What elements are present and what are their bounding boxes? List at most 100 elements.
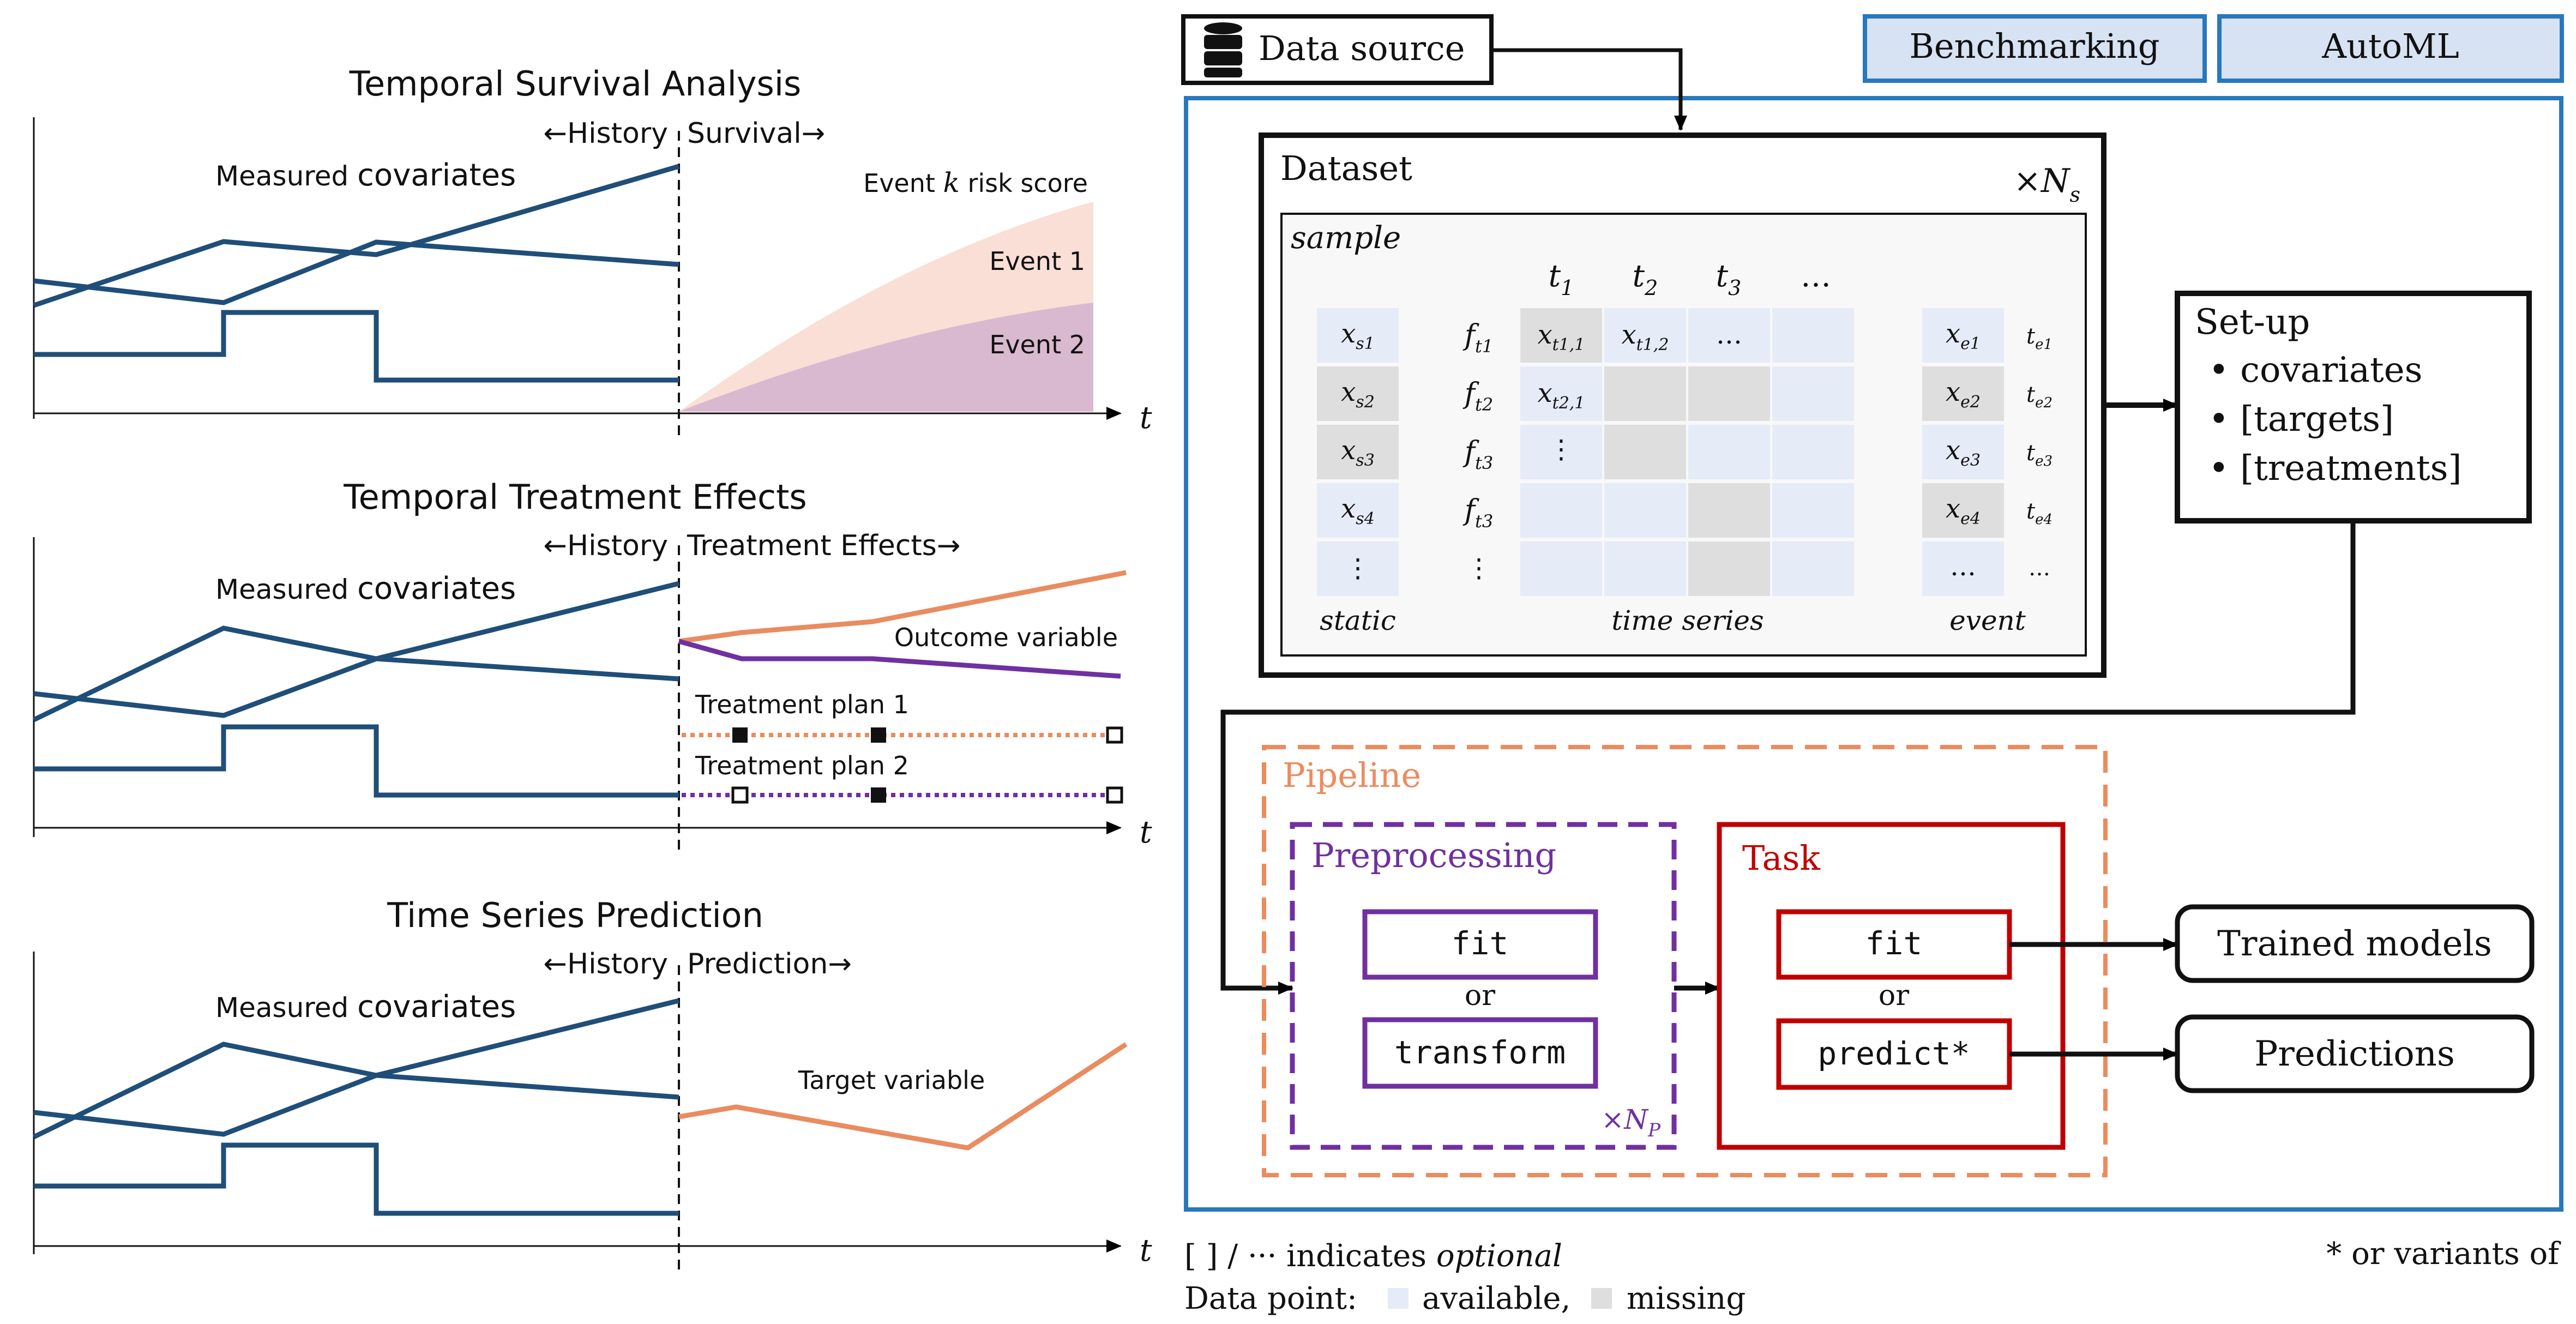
treatment-plan1-label: Treatment plan 1 bbox=[695, 690, 909, 719]
svg-text:…: … bbox=[2029, 556, 2050, 581]
svg-text:⋮: ⋮ bbox=[1548, 434, 1574, 465]
svg-text:t1: t1 bbox=[1549, 258, 1574, 300]
svg-text:t3: t3 bbox=[1716, 258, 1742, 300]
trained-models-label: Trained models bbox=[2217, 924, 2492, 964]
event1-label: Event 1 bbox=[989, 246, 1085, 276]
framework-diagram: Data source Benchmarking AutoML Dataset … bbox=[1181, 14, 2564, 1316]
preprocessing-fit-label: fit bbox=[1452, 925, 1509, 962]
svg-text:te2: te2 bbox=[2026, 382, 2053, 411]
event2-label: Event 2 bbox=[989, 330, 1085, 359]
svg-text:…: … bbox=[1801, 258, 1831, 294]
preprocessing-transform-button[interactable] bbox=[1362, 1017, 1598, 1089]
plan1-dose-marker bbox=[732, 727, 748, 743]
predictions-label: Predictions bbox=[2254, 1034, 2455, 1074]
data-source-box bbox=[1181, 14, 1494, 85]
preprocessing-box bbox=[1290, 822, 1677, 1150]
setup-bullet-targets: • [targets] bbox=[2208, 399, 2394, 440]
available-swatch bbox=[1388, 1288, 1409, 1309]
treatment-covariates-label: Measured covariates bbox=[215, 571, 516, 606]
dataset-multiplier: ×Ns bbox=[2014, 162, 2080, 207]
covariate-line-1 bbox=[33, 164, 680, 308]
svg-text:xs1: xs1 bbox=[1341, 318, 1375, 353]
setup-bullet-treatments: • [treatments] bbox=[2208, 448, 2461, 489]
treatment-future-label: Treatment Effects→ bbox=[687, 529, 960, 562]
svg-text:xs2: xs2 bbox=[1341, 377, 1375, 412]
optional-legend: [ ] / ··· indicates optional bbox=[1184, 1238, 1562, 1274]
pipeline-box bbox=[1262, 745, 2108, 1177]
sample-label: sample bbox=[1291, 220, 1401, 256]
svg-text:…: … bbox=[1716, 320, 1742, 350]
treatment-panel: Temporal Treatment Effects ←History Trea… bbox=[33, 477, 1152, 851]
benchmarking-button[interactable] bbox=[1863, 14, 2207, 83]
automl-label: AutoML bbox=[2321, 26, 2459, 66]
svg-text:⋮: ⋮ bbox=[1466, 553, 1492, 583]
survival-axis-t: t bbox=[1140, 400, 1152, 436]
survival-title: Temporal Survival Analysis bbox=[349, 64, 802, 104]
setup-bullet-covariates: • covariates bbox=[2208, 350, 2422, 390]
trained-models-box bbox=[2175, 904, 2535, 983]
target-variable-label: Target variable bbox=[798, 1066, 985, 1095]
svg-text:xe2: xe2 bbox=[1946, 377, 1981, 412]
survival-panel: Temporal Survival Analysis ←History Surv… bbox=[33, 64, 1152, 436]
setup-box bbox=[2175, 291, 2532, 523]
prediction-covariate-line-3 bbox=[34, 1142, 679, 1216]
svg-text:xs4: xs4 bbox=[1341, 494, 1375, 528]
treatment-axis-t: t bbox=[1140, 815, 1152, 850]
svg-text:xe1: xe1 bbox=[1946, 318, 1981, 353]
svg-text:xe4: xe4 bbox=[1946, 494, 1981, 528]
covariate-line-2 bbox=[33, 239, 679, 305]
benchmarking-label: Benchmarking bbox=[1909, 26, 2159, 66]
prediction-future-label: Prediction→ bbox=[687, 948, 852, 980]
datasource-to-dataset-arrow bbox=[1491, 48, 1687, 131]
predictions-box bbox=[2175, 1014, 2535, 1093]
time-series-grid: xt1,1 xt1,2 … xt2,1 ⋮ bbox=[1520, 308, 1854, 596]
missing-label: missing bbox=[1627, 1281, 1746, 1316]
svg-text:⋮: ⋮ bbox=[1345, 553, 1371, 583]
setup-to-pipeline-arrow bbox=[1220, 521, 2356, 995]
variants-note: * or variants of bbox=[2326, 1236, 2561, 1272]
framework-frame bbox=[1184, 96, 2563, 1212]
svg-text:te1: te1 bbox=[2026, 324, 2053, 353]
time-header: t1 t2 t3 … bbox=[1549, 258, 1831, 300]
pipeline-label: Pipeline bbox=[1283, 755, 1421, 795]
database-icon bbox=[1204, 22, 1242, 77]
outcome-line-plan1 bbox=[678, 570, 1127, 644]
treatment-covariate-line-2 bbox=[33, 656, 679, 718]
treatment-plan2-label: Treatment plan 2 bbox=[695, 751, 909, 780]
task-fit-button[interactable] bbox=[1776, 909, 2012, 980]
preprocessing-multiplier: ×NP bbox=[1601, 1104, 1661, 1141]
treatment-covariate-line-1 bbox=[33, 581, 680, 723]
setup-title: Set-up bbox=[2195, 302, 2310, 342]
svg-text:…: … bbox=[1950, 551, 1976, 582]
task-predict-label: predict* bbox=[1817, 1035, 1970, 1072]
prediction-covariate-line-2 bbox=[33, 1073, 679, 1137]
covariate-line-3 bbox=[34, 310, 679, 383]
svg-text:xt1,2: xt1,2 bbox=[1622, 320, 1669, 354]
svg-text:te4: te4 bbox=[2026, 499, 2053, 528]
task-box bbox=[1717, 822, 2066, 1150]
automl-button[interactable] bbox=[2217, 14, 2564, 83]
task-or: or bbox=[1879, 979, 1909, 1012]
static-column: xs1 xs2 xs3 xs4 ⋮ bbox=[1317, 308, 1399, 596]
plan1-dose-marker bbox=[871, 727, 886, 743]
plan2-empty-marker bbox=[731, 786, 749, 804]
prediction-history-label: ←History bbox=[543, 948, 668, 980]
preprocessing-label: Preprocessing bbox=[1311, 835, 1556, 875]
static-caption: static bbox=[1320, 605, 1396, 636]
available-label: available, bbox=[1422, 1281, 1570, 1316]
task-label: Task bbox=[1742, 838, 1820, 878]
treatment-covariate-line-3 bbox=[34, 724, 679, 798]
plan1-empty-marker bbox=[1106, 726, 1123, 744]
svg-text:te3: te3 bbox=[2026, 441, 2053, 470]
missing-swatch bbox=[1591, 1288, 1612, 1309]
preprocessing-fit-button[interactable] bbox=[1362, 909, 1598, 980]
survival-covariates-label: Measured covariates bbox=[215, 158, 516, 193]
outcome-line-plan2 bbox=[678, 639, 1121, 679]
treatment-title: Temporal Treatment Effects bbox=[343, 477, 807, 517]
data-source-label: Data source bbox=[1259, 28, 1465, 68]
prediction-covariate-line-1 bbox=[33, 998, 680, 1140]
treatment-history-label: ←History bbox=[543, 529, 668, 562]
plan2-dose-marker bbox=[871, 787, 886, 803]
datapoint-legend-prefix: Data point: bbox=[1184, 1281, 1357, 1316]
